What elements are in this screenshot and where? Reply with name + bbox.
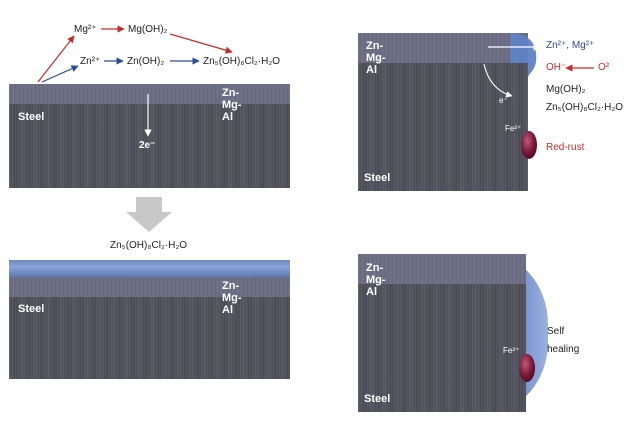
arrow-surface-to-mg-ion xyxy=(37,35,75,83)
iron-ion-label: Fe²⁺ xyxy=(505,124,522,133)
mg-hydroxide-label: Mg(OH)₂ xyxy=(546,84,586,95)
red-rust-label: Red-rust xyxy=(546,142,585,153)
steel-label: Steel xyxy=(18,303,45,315)
zn-mg-al-coating-layer xyxy=(358,33,528,63)
steel-substrate xyxy=(358,284,526,412)
zn-chloride-product-label: Zn₅(OH)₈Cl₂·H₂O xyxy=(110,240,188,251)
zn-mg-al-coating-layer xyxy=(9,277,290,297)
oxygen-label: O² xyxy=(598,62,610,73)
healing-label: healing xyxy=(547,344,580,355)
steel-substrate xyxy=(358,63,528,191)
electron-label: e⁻ xyxy=(499,96,508,105)
mg-hydroxide-label: Mg(OH)₂ xyxy=(128,24,168,35)
coating-label: Zn-Mg-Al xyxy=(366,40,386,76)
coating-label: Zn-Mg-Al xyxy=(366,262,386,298)
rust-drop-sealed xyxy=(519,354,535,382)
steel-substrate xyxy=(9,297,290,379)
iron-ion-label: Fe²⁺ xyxy=(503,346,520,355)
steel-label: Steel xyxy=(364,393,391,405)
self-label: Self xyxy=(547,326,565,337)
corrosion-product-bulge xyxy=(510,33,537,78)
red-rust-drop xyxy=(521,131,537,159)
zn-chloride-product-label: Zn₅(OH)₈Cl₂·H₂O xyxy=(203,56,281,67)
coating-label: Zn-Mg-Al xyxy=(222,87,242,123)
zn-chloride-product-label: Zn₅(OH)₈Cl₂·H₂O xyxy=(546,102,624,113)
coating-label: Zn-Mg-Al xyxy=(222,280,242,316)
electron-label: 2e⁻ xyxy=(139,140,156,151)
zinc-chloride-protective-film xyxy=(9,260,290,277)
zn-ion-label: Zn²⁺ xyxy=(80,56,101,67)
arrow-surface-to-zn-ion xyxy=(41,65,79,83)
arrow-electron-curve xyxy=(483,63,513,98)
zn-hydroxide-label: Zn(OH)₂ xyxy=(127,56,165,67)
arrow-mg-hydroxide-to-product xyxy=(169,33,233,54)
mg-ion-label: Mg²⁺ xyxy=(74,24,97,35)
steel-substrate xyxy=(9,104,290,188)
zn-mg-al-coating-layer xyxy=(358,254,526,284)
zn-mg-al-coating-layer xyxy=(9,84,290,104)
ions-label: Zn²⁺, Mg²⁺ xyxy=(546,40,595,51)
hydroxide-label: OH⁻ xyxy=(546,62,567,73)
steel-label: Steel xyxy=(364,172,391,184)
flow-down-arrow xyxy=(126,197,172,232)
steel-label: Steel xyxy=(18,111,45,123)
